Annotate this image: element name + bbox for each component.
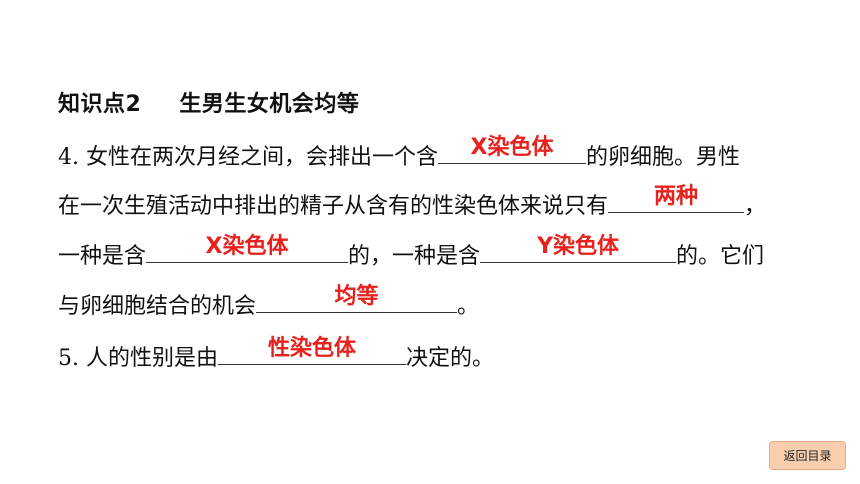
section-heading: 知识点2 生男生女机会均等 <box>58 86 359 118</box>
q4-text-3: 一种是含 <box>58 244 147 269</box>
q4-answer-5: 均等 <box>334 284 379 309</box>
q4-answer-4: Y染色体 <box>537 234 619 259</box>
q4-blank-4: Y染色体 <box>480 234 677 263</box>
q4-text-4b: 。 <box>457 294 480 319</box>
q4-text-3b: 的，一种是含 <box>348 244 481 269</box>
knowledge-point-label: 知识点2 <box>58 92 142 117</box>
q4-blank-5: 均等 <box>256 284 458 313</box>
back-to-contents-button[interactable]: 返回目录 <box>769 441 846 470</box>
q5-line: 5. 人的性别是由 性染色体 决定的。 <box>58 336 494 374</box>
q5-text-b: 决定的。 <box>405 346 494 371</box>
q4-text-2b: ， <box>744 194 767 219</box>
q5-answer: 性染色体 <box>267 336 356 361</box>
q4-text-1b: 的卵细胞。男性 <box>586 145 741 170</box>
q4-blank-3: X染色体 <box>146 234 349 263</box>
q4-text-3c: 的。它们 <box>676 244 765 269</box>
q4-text-4: 与卵细胞结合的机会 <box>58 294 257 319</box>
q4-text-1: 4. 女性在两次月经之间，会排出一个含 <box>58 145 438 170</box>
q4-answer-1: X染色体 <box>470 135 554 160</box>
q4-line-1: 4. 女性在两次月经之间，会排出一个含 X染色体 的卵细胞。男性 <box>58 135 741 173</box>
q5-text: 5. 人的性别是由 <box>58 346 218 371</box>
q4-line-4: 与卵细胞结合的机会 均等 。 <box>58 284 480 322</box>
q4-answer-2: 两种 <box>654 184 699 209</box>
q4-blank-1: X染色体 <box>438 135 586 164</box>
q4-line-2: 在一次生殖活动中排出的精子从含有的性染色体来说只有 两种 ， <box>58 184 767 222</box>
q5-blank: 性染色体 <box>217 336 406 365</box>
q4-text-2: 在一次生殖活动中排出的精子从含有的性染色体来说只有 <box>58 194 609 219</box>
q4-answer-3: X染色体 <box>205 234 289 259</box>
knowledge-point-title: 生男生女机会均等 <box>179 92 360 117</box>
q4-line-3: 一种是含 X染色体 的，一种是含 Y染色体 的。它们 <box>58 234 765 272</box>
q4-blank-2: 两种 <box>608 184 745 213</box>
